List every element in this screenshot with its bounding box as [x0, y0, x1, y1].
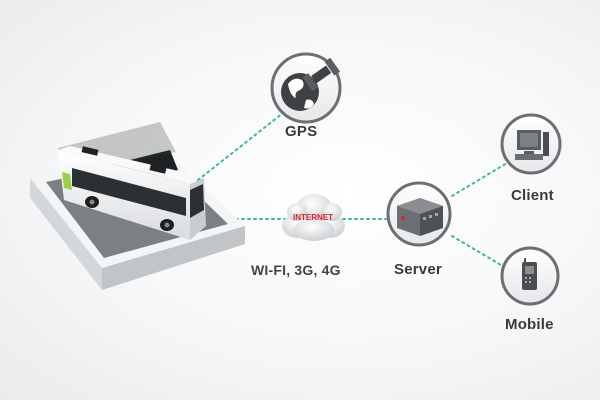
bus-icon [58, 122, 206, 240]
internet-cloud-icon [282, 194, 345, 241]
mobile-label: Mobile [505, 316, 554, 333]
connector-server-client [451, 162, 508, 197]
connectors [197, 112, 508, 269]
mobile-node-icon [500, 246, 560, 306]
internet-cloud-text: INTERNET [293, 213, 333, 222]
internet-label: WI-FI, 3G, 4G [251, 262, 341, 278]
server-label: Server [394, 261, 442, 278]
gps-label: GPS [285, 123, 318, 140]
gps-node-icon [270, 52, 342, 124]
client-label: Client [511, 187, 554, 204]
client-node-icon [500, 113, 562, 175]
server-node-icon [386, 181, 452, 247]
connector-bus-gps [197, 112, 284, 181]
connector-server-mobile [451, 235, 507, 269]
